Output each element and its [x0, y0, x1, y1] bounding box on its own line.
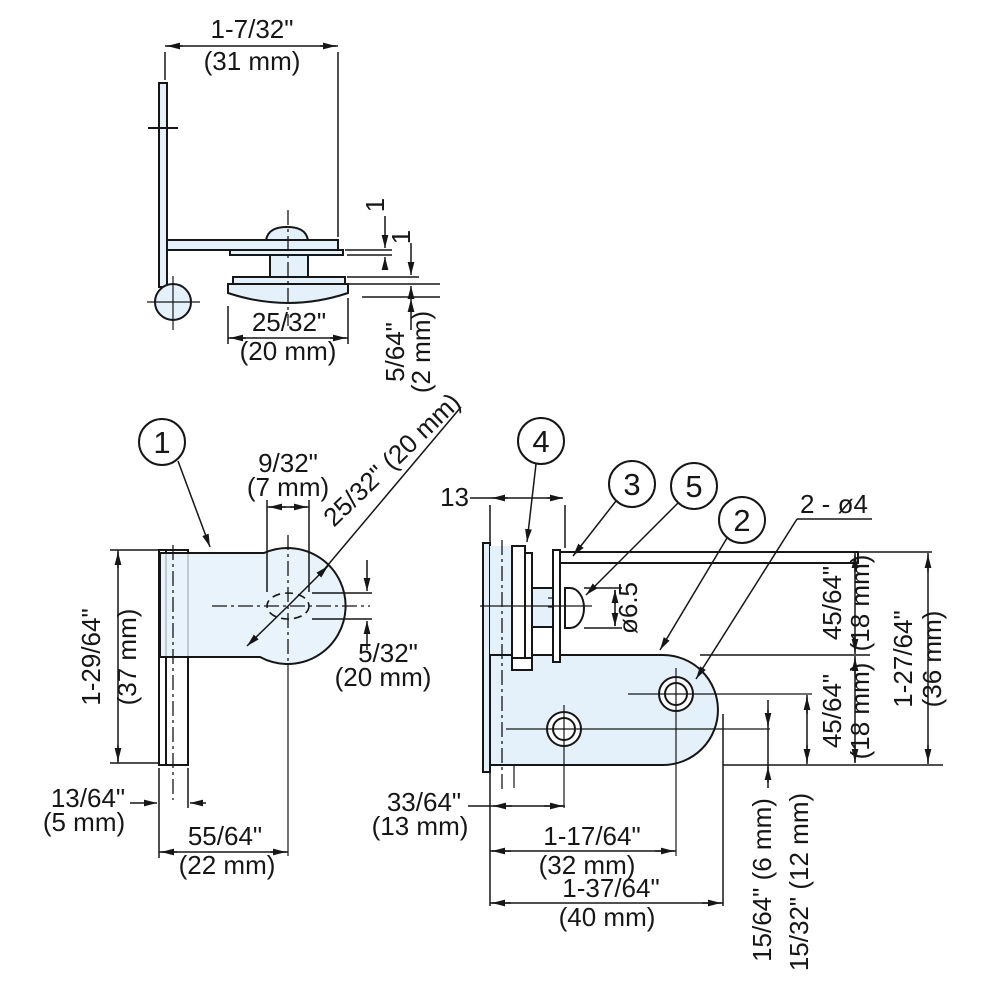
dim-lower-height: 45/64" (18 mm): [817, 656, 875, 763]
side-view-dome-button: [564, 587, 585, 629]
dim-hole-b-x: 1-17/64" (32 mm): [490, 821, 676, 880]
dim-total-height-mm: (36 mm): [917, 611, 947, 708]
dim-strip-thickness-in: 13/64": [51, 783, 125, 813]
top-view-hub-block: [269, 254, 309, 278]
front-view: 1 9/32" (7 mm) 25/32" (20 mm) 5/32" (2: [43, 387, 466, 880]
dim-disc-mm: (20 mm): [240, 336, 337, 366]
top-view-vertical-plate: [158, 82, 168, 288]
dim-disc-in: 25/32": [252, 307, 326, 337]
dim-washer1-thickness: 1: [345, 198, 392, 270]
dim-boss-offset-in: 55/64": [188, 821, 262, 851]
balloon-3-label: 3: [623, 467, 640, 502]
dim-plate-width-mm: (40 mm): [559, 902, 656, 932]
side-view-lower-plate: [489, 654, 719, 766]
dim-dome-diameter: ø6.5: [584, 582, 643, 634]
dim-dome-diameter-label: ø6.5: [613, 582, 643, 634]
dim-total-height-in: 1-27/64": [888, 610, 918, 707]
dim-lower-height-in: 45/64": [817, 674, 847, 748]
dim-hole-a-offset: 15/64" (6 mm): [747, 700, 777, 962]
dim-plate-height-in: 1-29/64": [76, 608, 106, 705]
dim-plate-width-in: 1-37/64": [562, 873, 659, 903]
dim-top-width: 1-7/32" (31 mm): [164, 14, 339, 237]
top-view-screw-cap: [264, 225, 310, 241]
dim-upper-height-mm: (18 mm): [845, 555, 875, 652]
dim-total-height: 1-27/64" (36 mm): [888, 553, 947, 764]
dim-slot-height-mm: (20 mm): [335, 662, 432, 692]
top-view: 1-7/32" (31 mm) 1 1 5/64" (2 mm): [147, 14, 440, 393]
top-view-arm: [166, 239, 339, 251]
dim-panel-gap: 13: [440, 482, 566, 548]
dim-hole-a-offset-label: 15/64" (6 mm): [747, 798, 777, 962]
dim-boss-offset: 55/64" (22 mm): [158, 808, 288, 880]
dim-hole-b-offset-label: 15/32" (12 mm): [784, 793, 814, 971]
dim-boss-offset-mm: (22 mm): [179, 850, 276, 880]
label-screw-holes: 2 - ø4: [695, 489, 872, 680]
dim-washer1-label: 1: [360, 198, 390, 212]
dim-strip-thickness-mm: (5 mm): [43, 807, 125, 837]
dim-disc-width: 25/32" (20 mm): [227, 298, 349, 366]
screw-hole-a: [506, 705, 770, 808]
balloon-5: 5: [585, 462, 718, 596]
dim-gasket-mm: (2 mm): [406, 311, 436, 393]
dim-plate-height: 1-29/64" (37 mm): [76, 549, 159, 764]
dim-hole-a-x: 33/64" (13 mm): [372, 787, 565, 841]
dim-strip-thickness: 13/64" (5 mm): [43, 768, 206, 837]
side-view-panel: [482, 542, 491, 773]
dim-hole-b-offset: 15/32" (12 mm): [784, 695, 814, 971]
balloon-3: 3: [572, 460, 656, 557]
screw-holes-label: 2 - ø4: [800, 489, 868, 519]
dim-washer2-label: 1: [386, 230, 416, 244]
balloon-1-label: 1: [153, 425, 170, 460]
dim-hole-b-x-mm: (32 mm): [539, 850, 636, 880]
balloon-2: 2: [659, 496, 766, 651]
side-view-clamp-plate-1: [511, 545, 526, 659]
dim-plate-height-mm: (37 mm): [112, 609, 142, 706]
dim-slot-height-in: 5/32": [358, 638, 418, 668]
dim-slot-width: 9/32" (7 mm): [247, 448, 329, 592]
screw-hole-b: [628, 668, 812, 856]
dim-washer2-thickness: 1: [347, 230, 440, 299]
balloon-4: 4: [517, 417, 565, 543]
dim-gasket-thickness: 5/64" (2 mm): [362, 296, 440, 393]
dim-hole-a-x-in: 33/64": [387, 787, 461, 817]
dim-upper-height: 45/64" (18 mm): [817, 553, 875, 654]
dim-top-width-in: 1-7/32": [211, 14, 294, 44]
balloon-1: 1: [138, 418, 211, 548]
dim-top-width-mm: (31 mm): [204, 46, 301, 76]
dim-slot-width-in: 9/32": [258, 448, 318, 478]
top-view-washer-2: [232, 276, 346, 285]
dim-slot-width-mm: (7 mm): [247, 472, 329, 502]
dim-hole-a-x-mm: (13 mm): [372, 811, 469, 841]
dim-plate-width: 1-37/64" (40 mm): [490, 873, 723, 932]
dim-panel-gap-label: 13: [440, 482, 469, 512]
side-view: 4 3 5 2 2 - ø4 13: [372, 417, 947, 971]
balloon-4-label: 4: [532, 424, 549, 459]
side-view-top-arm: [559, 551, 859, 564]
side-view-gap-fill: [490, 546, 512, 655]
side-view-clamp-foot: [511, 657, 533, 671]
balloon-2-label: 2: [733, 503, 750, 538]
dim-hole-b-x-in: 1-17/64": [543, 821, 640, 851]
dim-lower-height-mm: (18 mm): [845, 663, 875, 760]
dim-upper-height-in: 45/64": [817, 566, 847, 640]
dim-gasket-in: 5/64": [380, 322, 410, 382]
balloon-5-label: 5: [685, 469, 702, 504]
dim-slot-height: 5/32" (20 mm): [312, 560, 431, 692]
